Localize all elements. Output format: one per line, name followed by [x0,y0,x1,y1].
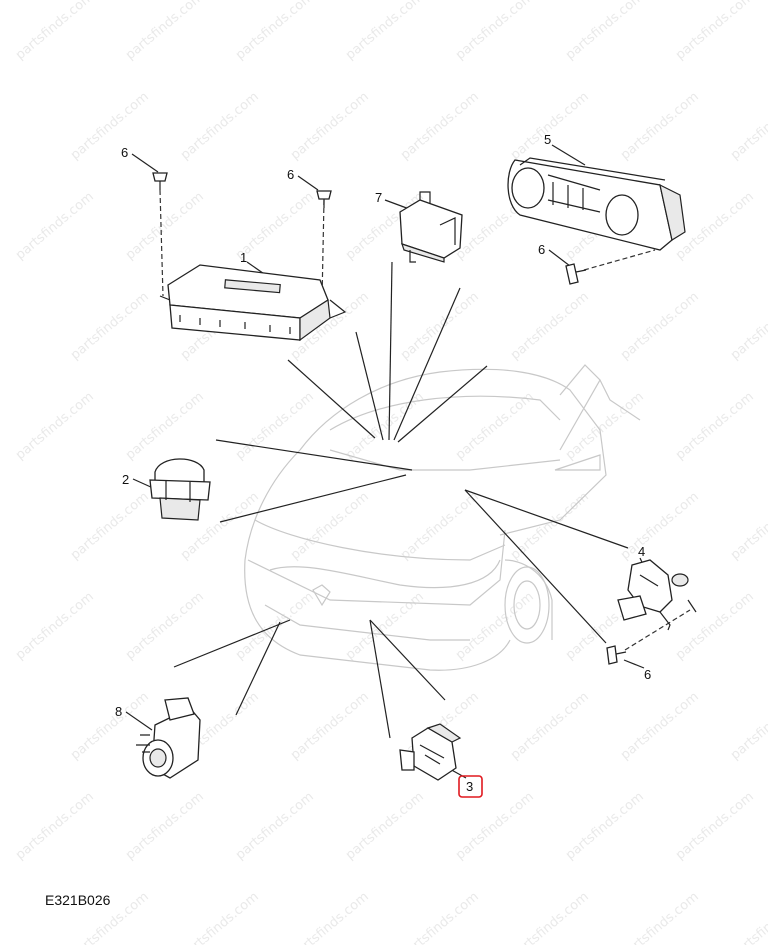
watermark-text: partsfinds.com [618,689,702,763]
watermark-text: partsfinds.com [728,89,768,163]
callout-1: 1 [240,250,247,265]
callout-6-right: 6 [538,242,545,257]
screw-icon [565,263,587,285]
watermark-text: partsfinds.com [288,889,372,945]
watermark-text: partsfinds.com [13,0,97,63]
watermark-text: partsfinds.com [508,489,592,563]
watermark-text: partsfinds.com [233,389,317,463]
watermark-text: partsfinds.com [123,0,207,63]
fastener-dashed-lines [159,189,691,651]
callout-5: 5 [544,132,551,147]
screw-icon [606,645,627,665]
callout-7: 7 [375,190,382,205]
part-6-screws [152,172,627,665]
watermark-text: partsfinds.com [13,389,97,463]
watermark-text: partsfinds.com [563,389,647,463]
watermark-text: partsfinds.com [728,889,768,945]
callout-6-top-left: 6 [121,145,128,160]
watermark-text: partsfinds.com [398,89,482,163]
watermark-text: partsfinds.com [398,889,482,945]
watermark-text: partsfinds.com [178,889,262,945]
callout-6-top-mid: 6 [287,167,294,182]
callout-highlight-box [458,775,483,798]
watermark-text: partsfinds.com [453,0,537,63]
watermark-text: partsfinds.com [563,0,647,63]
watermark-text: partsfinds.com [618,489,702,563]
vehicle-outline [244,364,641,671]
watermark-text: partsfinds.com [68,89,152,163]
diagram-code: E321B026 [45,892,111,908]
watermark-text: partsfinds.com [233,789,317,863]
watermark-text: partsfinds.com [288,89,372,163]
watermark-text: partsfinds.com [453,789,537,863]
callout-8: 8 [115,704,122,719]
watermark-text: partsfinds.com [673,389,757,463]
watermark-text: partsfinds.com [618,289,702,363]
watermark-text: partsfinds.com [343,0,427,63]
watermark-text: partsfinds.com [13,789,97,863]
watermark-text: partsfinds.com [563,789,647,863]
watermark-text: partsfinds.com [673,589,757,663]
watermark-text: partsfinds.com [728,289,768,363]
watermark-text: partsfinds.com [508,689,592,763]
watermark-text: partsfinds.com [508,289,592,363]
watermark-text: partsfinds.com [178,89,262,163]
part-7-relay [399,191,463,263]
watermark-text: partsfinds.com [453,389,537,463]
watermark-text: partsfinds.com [508,89,592,163]
watermark-text: partsfinds.com [398,489,482,563]
watermark-text: partsfinds.com [673,189,757,263]
part-3-actuator [399,723,462,781]
part-5-climate-panel [507,157,686,251]
watermark-text: partsfinds.com [13,589,97,663]
part-1-control-module [159,264,347,342]
watermark-text: partsfinds.com [68,489,152,563]
watermark-text: partsfinds.com [123,589,207,663]
callout-6-lower: 6 [644,667,651,682]
watermark-text: partsfinds.com [288,689,372,763]
watermark-text: partsfinds.com [508,889,592,945]
watermark-text: partsfinds.com [233,0,317,63]
callout-3[interactable]: 3 [466,779,473,794]
watermark-text: partsfinds.com [728,489,768,563]
callout-4: 4 [638,544,645,559]
watermark-text: partsfinds.com [453,589,537,663]
watermark-text: partsfinds.com [673,789,757,863]
watermark-text: partsfinds.com [288,489,372,563]
watermark-text: partsfinds.com [728,689,768,763]
callout-2: 2 [122,472,129,487]
screw-icon [152,172,168,190]
watermark-text: partsfinds.com [13,189,97,263]
part-8-motor [136,697,201,779]
watermark-text: partsfinds.com [123,189,207,263]
leader-lines [125,144,649,779]
watermark-text: partsfinds.com [68,289,152,363]
watermark-text: partsfinds.com [618,889,702,945]
watermark-text: partsfinds.com [673,0,757,63]
screw-icon [316,190,332,208]
watermark-text: partsfinds.com [343,789,427,863]
watermark-text: partsfinds.com [398,289,482,363]
watermark-text: partsfinds.com [123,789,207,863]
callout-labels: 1 2 3 4 5 6 6 6 6 7 8 [115,132,651,794]
watermark-text: partsfinds.com [123,389,207,463]
part-2-switch [149,458,211,521]
part-4-sensor [617,559,697,631]
watermark-text: partsfinds.com [618,89,702,163]
watermark-text: partsfinds.com [68,689,152,763]
